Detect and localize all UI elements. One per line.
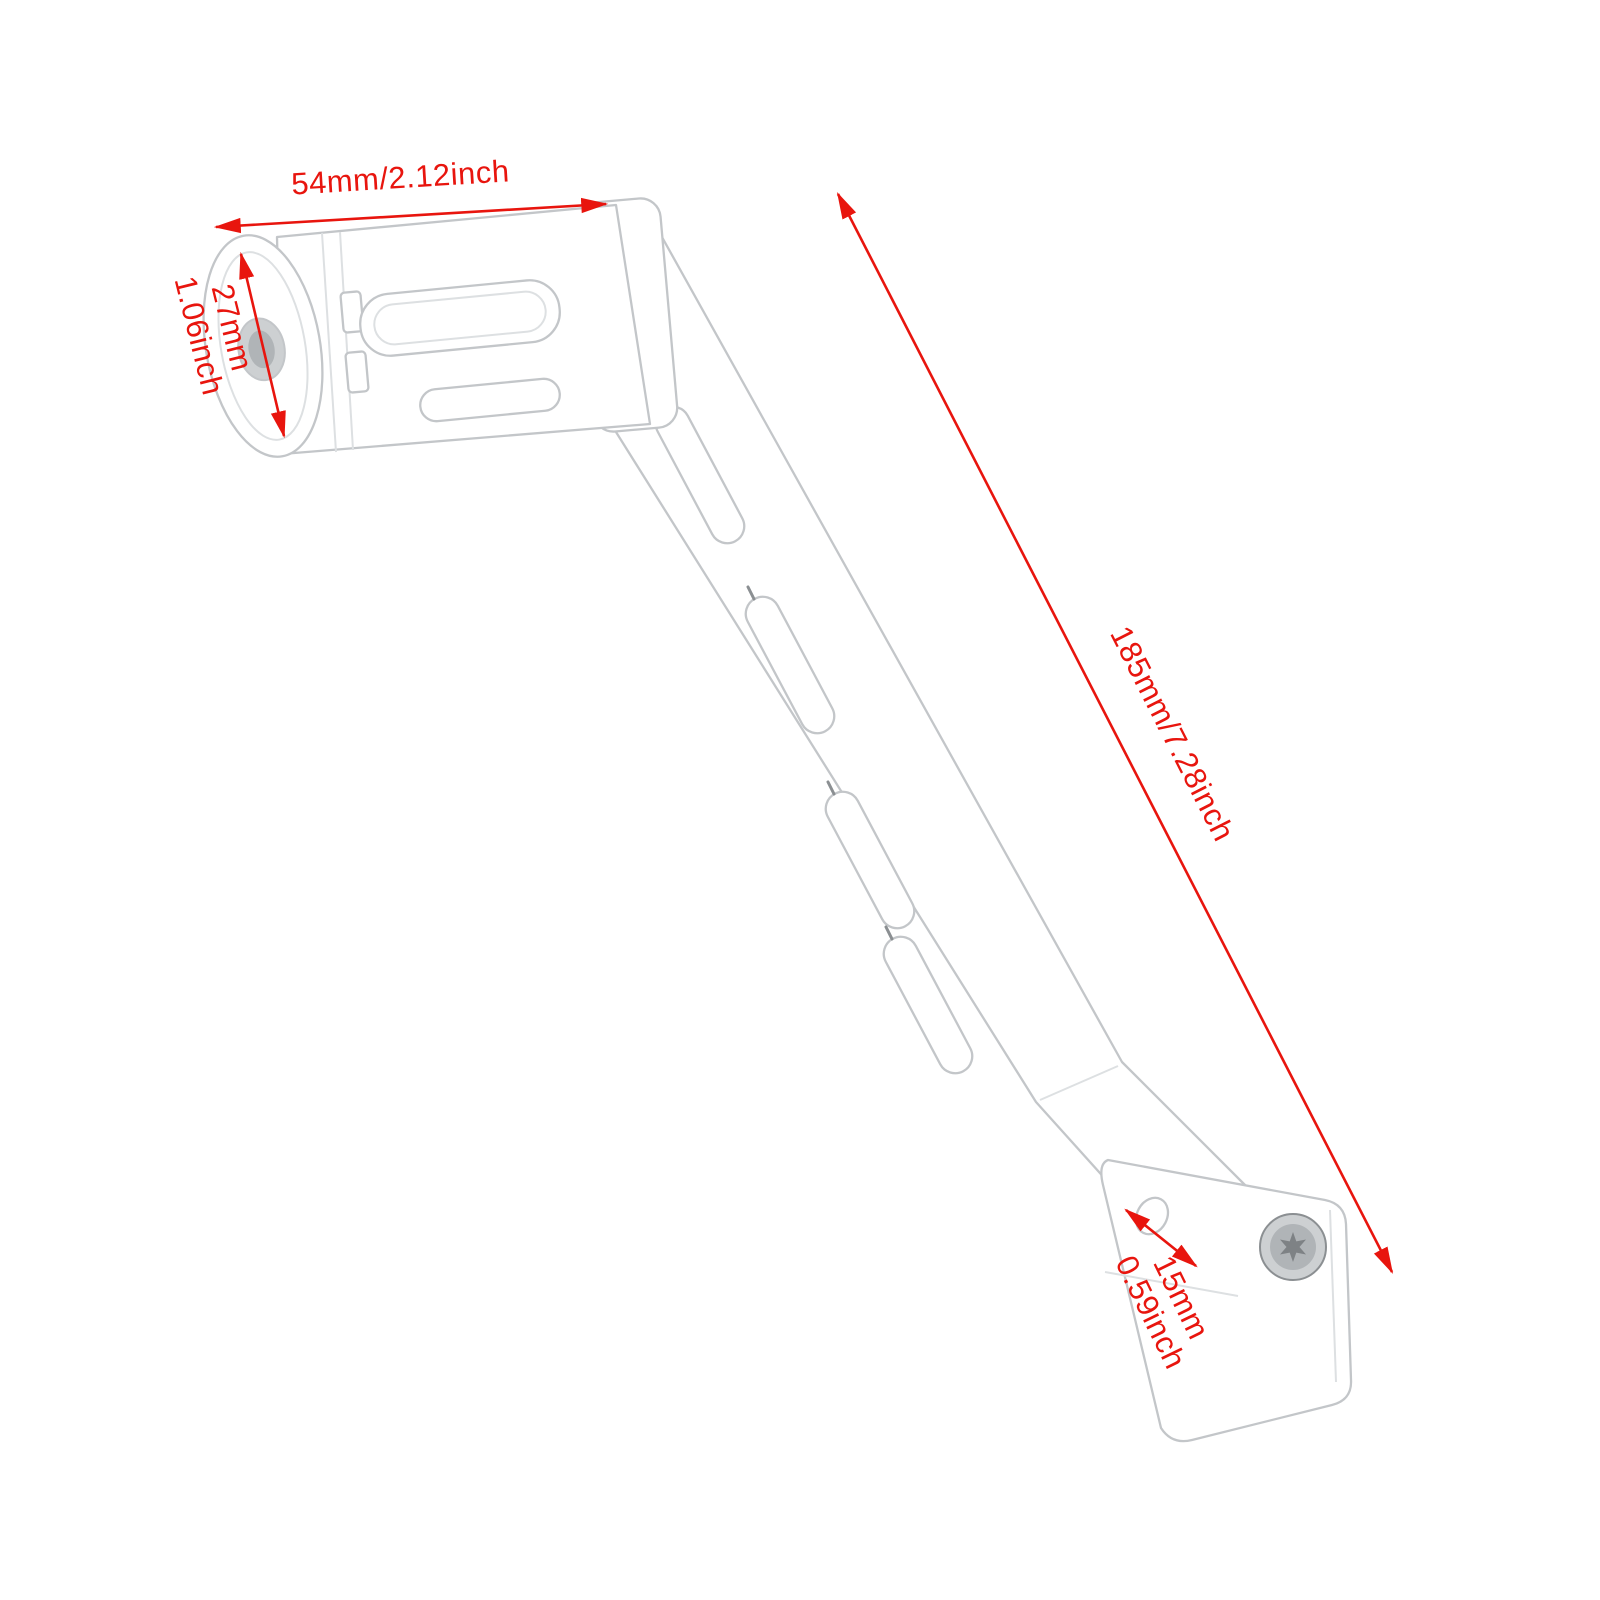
clamp-slot-line <box>1104 1271 1239 1297</box>
dim-line-mount-width <box>1124 1208 1198 1268</box>
peg-seam <box>339 231 354 451</box>
peg-slot <box>419 377 561 423</box>
peg-slot <box>359 279 561 357</box>
arm-cutout-tick <box>884 925 894 941</box>
peg-slot-inner <box>373 290 547 346</box>
arm-cutout-tick <box>826 780 836 796</box>
dim-label-peg-length: 54mm/2.12inch <box>290 153 510 201</box>
peg-seam <box>321 232 337 453</box>
dim-line-lever-length <box>836 191 1394 1275</box>
dim-line-peg-length <box>213 197 609 234</box>
dim-label-lever-length: 185mm/7.28inch <box>1103 620 1241 846</box>
dim-line-peg-diameter <box>239 251 286 439</box>
bolt-head <box>1259 1213 1327 1281</box>
peg-tab <box>344 350 370 394</box>
arm-cutout-tick <box>746 585 756 601</box>
